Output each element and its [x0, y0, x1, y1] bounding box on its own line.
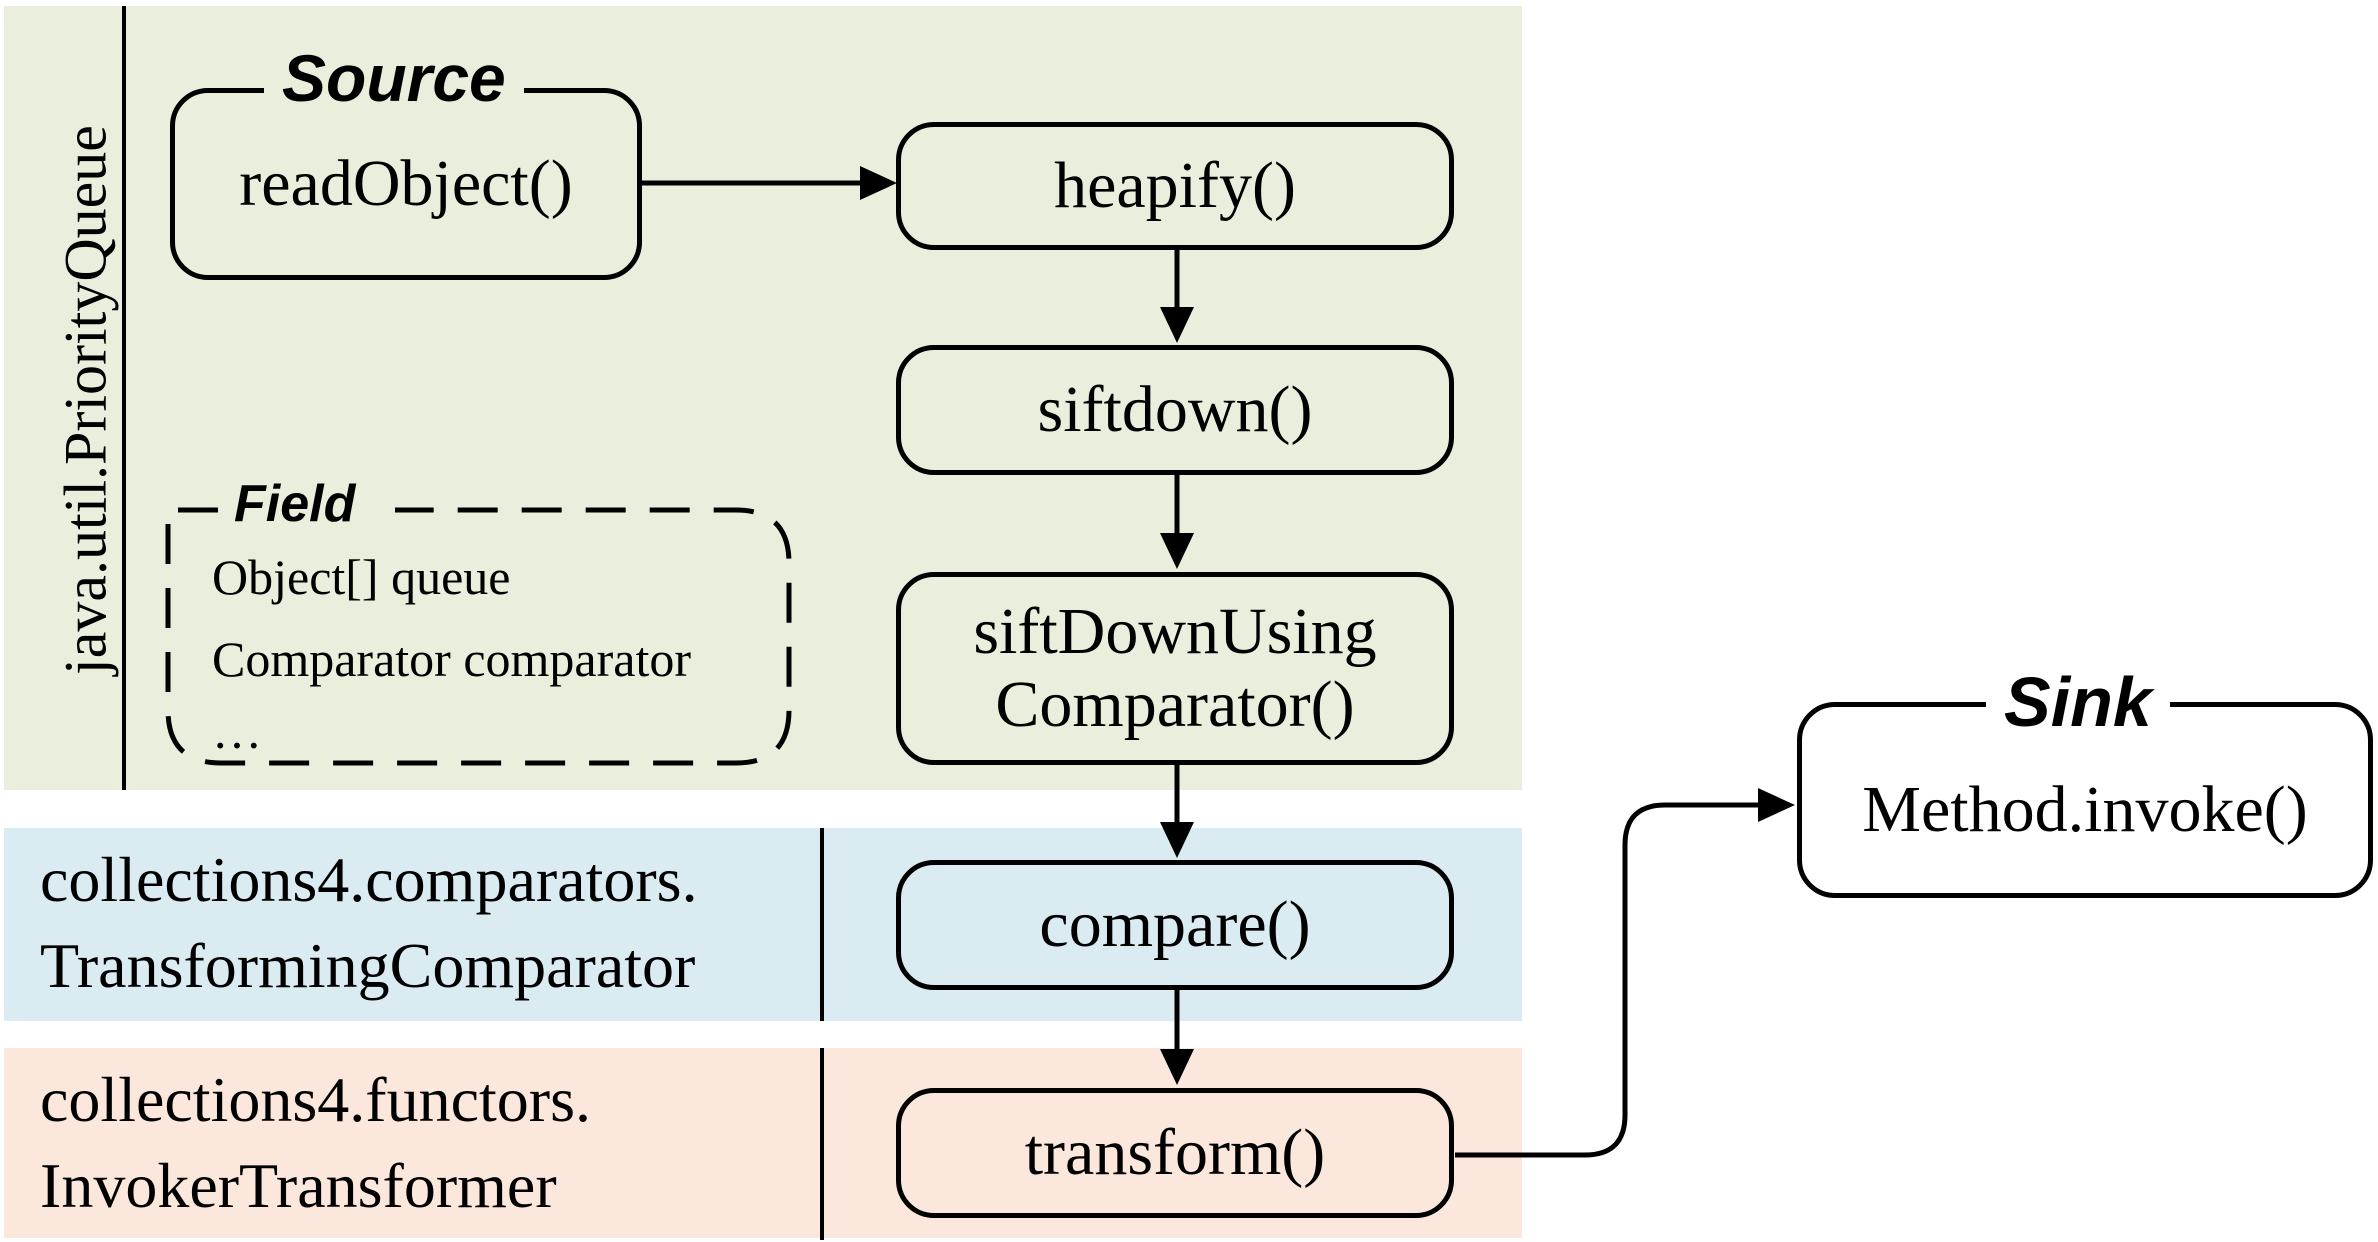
transformer-class-line2: InvokerTransformer: [40, 1148, 557, 1225]
sink-label: Sink: [1986, 662, 2170, 742]
priority-queue-class-label: java.util.PriorityQueue: [52, 125, 121, 675]
field-label: Field: [224, 474, 365, 534]
compare-node: compare(): [896, 860, 1454, 990]
transform-label: transform(): [1025, 1117, 1326, 1190]
source-node: readObject(): [170, 88, 642, 280]
transform-node: transform(): [896, 1088, 1454, 1218]
heapify-label: heapify(): [1054, 150, 1296, 223]
source-method: readObject(): [239, 148, 572, 221]
source-label: Source: [264, 40, 524, 116]
field-item: …: [212, 702, 262, 760]
siftdown-using-line1: siftDownUsing: [973, 596, 1376, 669]
siftdown-label: siftdown(): [1038, 374, 1313, 447]
arrow-transform-sink: [1455, 805, 1760, 1155]
sink-method: Method.invoke(): [1862, 774, 2307, 847]
field-item: Object[] queue: [212, 548, 510, 606]
siftdown-node: siftdown(): [896, 345, 1454, 475]
siftdown-using-comparator-node: siftDownUsing Comparator(): [896, 572, 1454, 765]
siftdown-using-line2: Comparator(): [995, 669, 1354, 742]
compare-label: compare(): [1039, 889, 1310, 962]
field-item: Comparator comparator: [212, 630, 691, 688]
comparator-class-line2: TransformingComparator: [40, 928, 695, 1005]
comparator-class-line1: collections4.comparators.: [40, 842, 698, 919]
transformer-class-line1: collections4.functors.: [40, 1062, 591, 1139]
heapify-node: heapify(): [896, 122, 1454, 250]
